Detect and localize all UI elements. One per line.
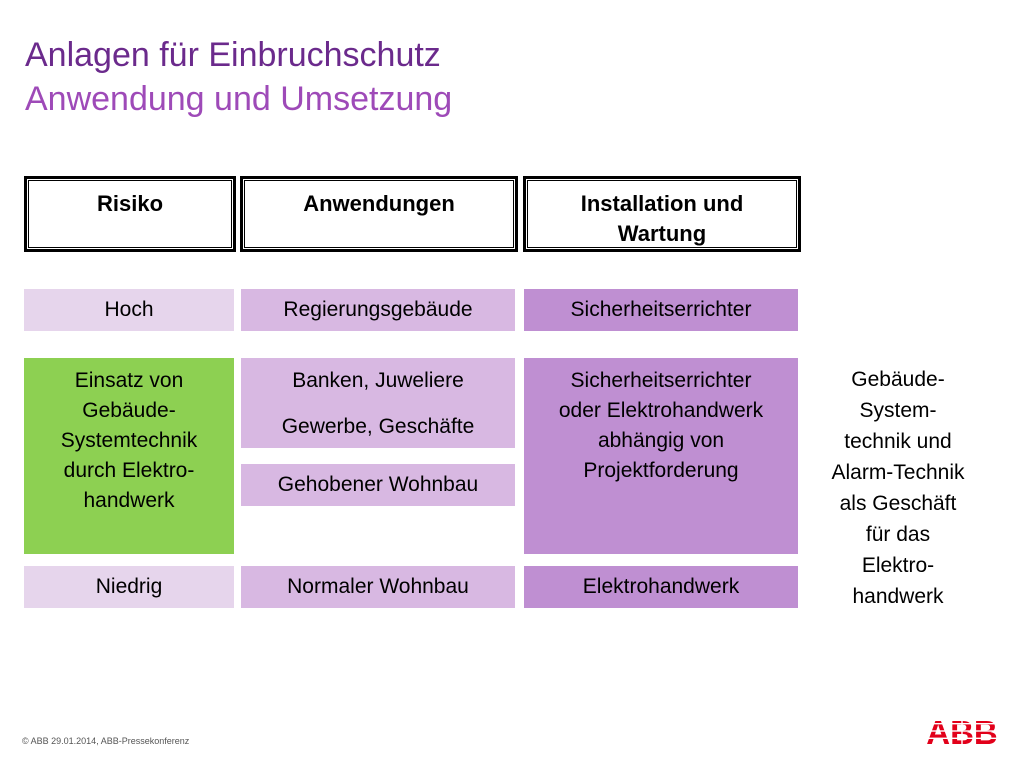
side-note-line: für das (865, 523, 931, 546)
side-note-line: Elektro- (861, 554, 935, 577)
application-commerce-label: Gewerbe, Geschäfte (281, 415, 475, 438)
risk-middle-line: Einsatz von (74, 369, 184, 392)
application-government-box: Regierungsgebäude (241, 289, 515, 331)
installer-conditional-line: abhängig von (597, 429, 725, 452)
footer-copyright: © ABB 29.01.2014, ABB-Pressekonferenz (22, 736, 190, 746)
application-normal-housing-label: Normaler Wohnbau (287, 575, 469, 598)
side-note: Gebäude- System- technik und Alarm-Techn… (808, 364, 988, 612)
header-risk: Risiko (24, 176, 236, 252)
application-government-label: Regierungsgebäude (283, 298, 473, 321)
installer-conditional-line: oder Elektrohandwerk (558, 399, 764, 422)
side-note-line: handwerk (852, 585, 944, 608)
application-upscale-housing-box: Gehobener Wohnbau (241, 464, 515, 506)
side-note-line: Gebäude- (851, 368, 945, 391)
header-installation: Installation und Wartung (523, 176, 801, 252)
risk-high-label: Hoch (104, 298, 154, 321)
risk-middle-line: durch Elektro- (63, 459, 195, 482)
risk-middle-line: handwerk (83, 489, 175, 512)
installer-security-box: Sicherheitserrichter (524, 289, 798, 331)
risk-middle-line: Systemtechnik (60, 429, 198, 452)
slide-subtitle: Anwendung und Umsetzung (25, 80, 453, 118)
installer-electrician-label: Elektrohandwerk (582, 575, 740, 598)
installer-electrician-box: Elektrohandwerk (524, 566, 798, 608)
header-applications: Anwendungen (240, 176, 518, 252)
risk-middle-line: Gebäude- (82, 399, 176, 422)
installer-conditional-line: Projektforderung (583, 459, 739, 482)
header-installation-label-line2: Wartung (617, 221, 707, 246)
side-note-line: System- (859, 399, 937, 422)
side-note-line: technik und (844, 430, 952, 453)
application-upscale-housing-label: Gehobener Wohnbau (277, 473, 479, 496)
risk-middle-box: Einsatz von Gebäude- Systemtechnik durch… (24, 358, 234, 554)
installer-security-label: Sicherheitserrichter (570, 298, 752, 321)
installer-conditional-box: Sicherheitserrichter oder Elektrohandwer… (524, 358, 798, 554)
installer-conditional-line: Sicherheitserrichter (570, 369, 752, 392)
header-risk-label: Risiko (96, 191, 164, 216)
slide-title: Anlagen für Einbruchschutz (25, 36, 441, 74)
risk-low-box: Niedrig (24, 566, 234, 608)
abb-logo-text: ABB (926, 716, 998, 746)
side-note-line: Alarm-Technik (831, 461, 965, 484)
application-normal-housing-box: Normaler Wohnbau (241, 566, 515, 608)
abb-logo-icon: ABB (926, 716, 998, 746)
side-note-line: als Geschäft (839, 492, 957, 515)
risk-low-label: Niedrig (95, 575, 163, 598)
risk-high-box: Hoch (24, 289, 234, 331)
header-applications-label: Anwendungen (303, 191, 455, 216)
header-installation-label-line1: Installation und (580, 191, 744, 216)
application-banks-label: Banken, Juweliere (292, 369, 464, 392)
application-banks-box: Banken, Juweliere Gewerbe, Geschäfte (241, 358, 515, 448)
